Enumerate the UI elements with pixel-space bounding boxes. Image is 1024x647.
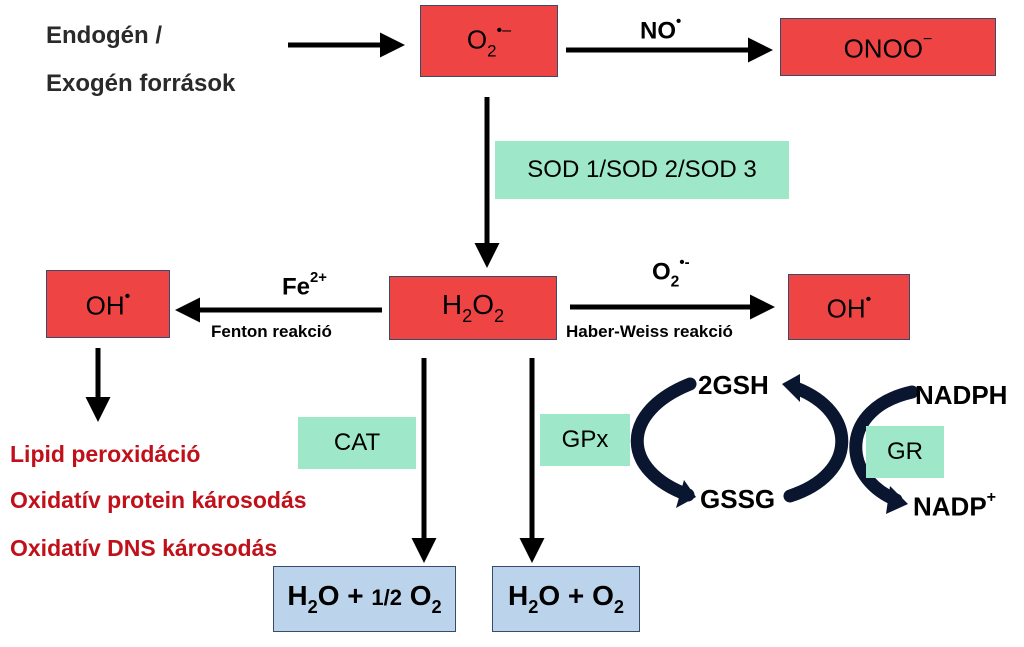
h2o2-box: H2O2 [389, 276, 557, 340]
fenton-label: Fenton reakció [211, 322, 332, 341]
gr-enzyme-box: GR [866, 426, 944, 478]
product-gpx-box: H2O + O2 [492, 566, 640, 632]
superoxide-label: O2•– [466, 20, 512, 61]
superoxide-box: O2•– [420, 5, 558, 77]
damage-lipid: Lipid peroxidáció [10, 441, 201, 467]
gssg-to-gsh-curve [783, 381, 849, 503]
haber-weiss-label: Haber-Weiss reakció [566, 322, 733, 341]
source-line-2: Exogén források [46, 70, 236, 97]
nadph-label: NADPH [915, 380, 1008, 410]
damage-protein: Oxidatív protein károsodás [10, 487, 307, 513]
source-line-1: Endogén / [46, 22, 162, 49]
gpx-enzyme-box: GPx [540, 414, 630, 466]
sod-enzyme-box: SOD 1/SOD 2/SOD 3 [495, 141, 789, 199]
nadp-label: NADP+ [913, 488, 997, 522]
fe-label: Fe2+ [282, 270, 327, 301]
nadph-to-nadp-curve [849, 385, 919, 507]
gssg-label: GSSG [700, 484, 776, 514]
product-cat-box: H2O + 1/2 O2 [273, 566, 456, 632]
hydroxyl-radical-right-box: OH• [788, 274, 910, 340]
gsh-label: 2GSH [698, 370, 769, 400]
peroxynitrite-box: ONOO− [780, 18, 996, 76]
cat-enzyme-box: CAT [298, 417, 416, 469]
no-label: NO• [640, 14, 682, 45]
damage-dna: Oxidatív DNS károsodás [10, 535, 278, 561]
gsh-to-gssg-curve [630, 377, 697, 502]
superoxide-label-haber-weiss: O2•- [652, 255, 690, 291]
hydroxyl-radical-left-box: OH• [46, 270, 170, 338]
glutathione-cycle [630, 374, 919, 514]
